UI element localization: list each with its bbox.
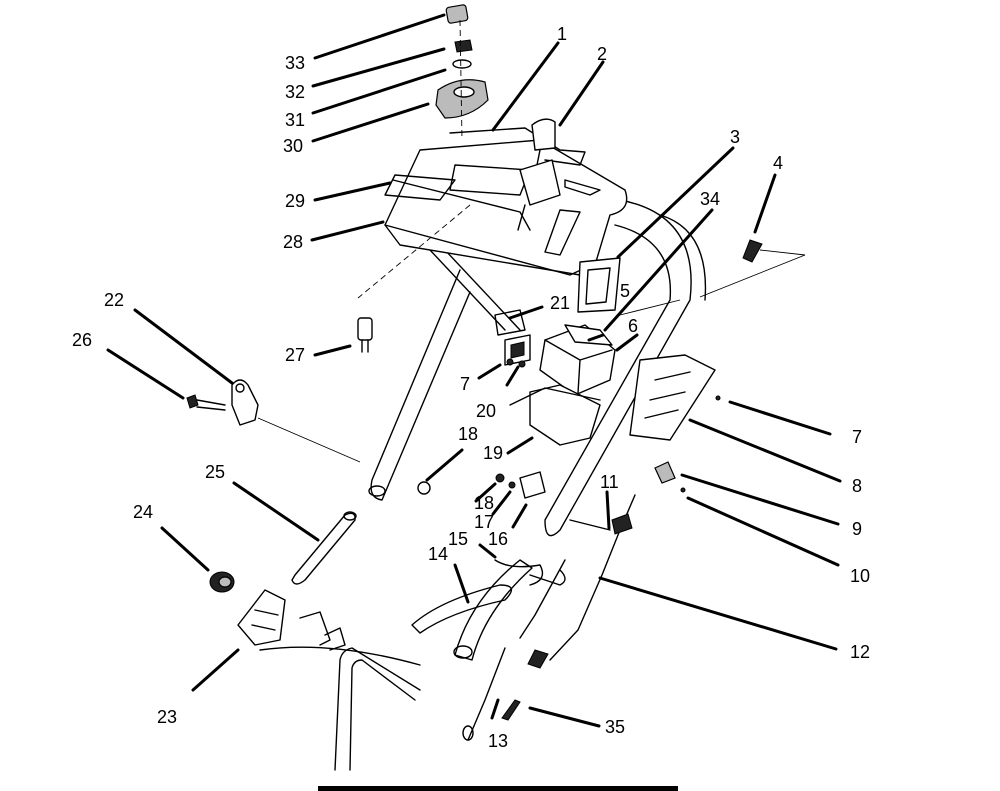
part-4-clip [619, 239, 806, 316]
callout-1: 1 [557, 24, 567, 44]
callout-4: 4 [773, 153, 783, 173]
left-parts [186, 317, 546, 651]
callout-28: 28 [283, 232, 303, 252]
callout-3: 3 [730, 127, 740, 147]
callout-24: 24 [133, 502, 153, 522]
cropped-title-remnant [318, 786, 678, 791]
handle-frame [259, 199, 707, 771]
callout-12: 12 [850, 642, 870, 662]
callout-32: 32 [285, 82, 305, 102]
callout-9: 9 [852, 519, 862, 539]
callout-25: 25 [205, 462, 225, 482]
callout-7-right: 7 [852, 427, 862, 447]
leader-lines [106, 13, 842, 728]
cables [462, 494, 636, 741]
callout-labels: 1 2 3 4 5 6 7 7 8 9 10 11 12 13 14 15 16… [72, 24, 870, 751]
callout-23: 23 [157, 707, 177, 727]
callout-14: 14 [428, 544, 448, 564]
callout-29: 29 [285, 191, 305, 211]
callout-13: 13 [488, 731, 508, 751]
callout-34: 34 [700, 189, 720, 209]
callout-10: 10 [850, 566, 870, 586]
callout-18-upper: 18 [458, 424, 478, 444]
callout-15: 15 [448, 529, 468, 549]
callout-33: 33 [285, 53, 305, 73]
callout-17: 17 [474, 512, 494, 532]
callout-7-left: 7 [460, 374, 470, 394]
callout-11: 11 [600, 472, 619, 492]
callout-20: 20 [476, 401, 496, 421]
control-panel [384, 127, 628, 313]
callout-35: 35 [605, 717, 625, 737]
callout-21: 21 [550, 293, 570, 313]
callout-30: 30 [283, 136, 303, 156]
callout-5: 5 [620, 281, 630, 301]
callout-26: 26 [72, 330, 92, 350]
shift-lever [517, 118, 561, 231]
callout-27: 27 [285, 345, 305, 365]
callout-19: 19 [483, 443, 503, 463]
callout-18-lower: 18 [474, 493, 494, 513]
callout-2: 2 [597, 44, 607, 64]
cover-8 [629, 354, 721, 493]
callout-6: 6 [628, 316, 638, 336]
knob-stack [357, 4, 489, 299]
callout-31: 31 [285, 110, 305, 130]
callout-8: 8 [852, 476, 862, 496]
electrical-box [494, 309, 616, 446]
callout-16: 16 [488, 529, 508, 549]
callout-22: 22 [104, 290, 124, 310]
